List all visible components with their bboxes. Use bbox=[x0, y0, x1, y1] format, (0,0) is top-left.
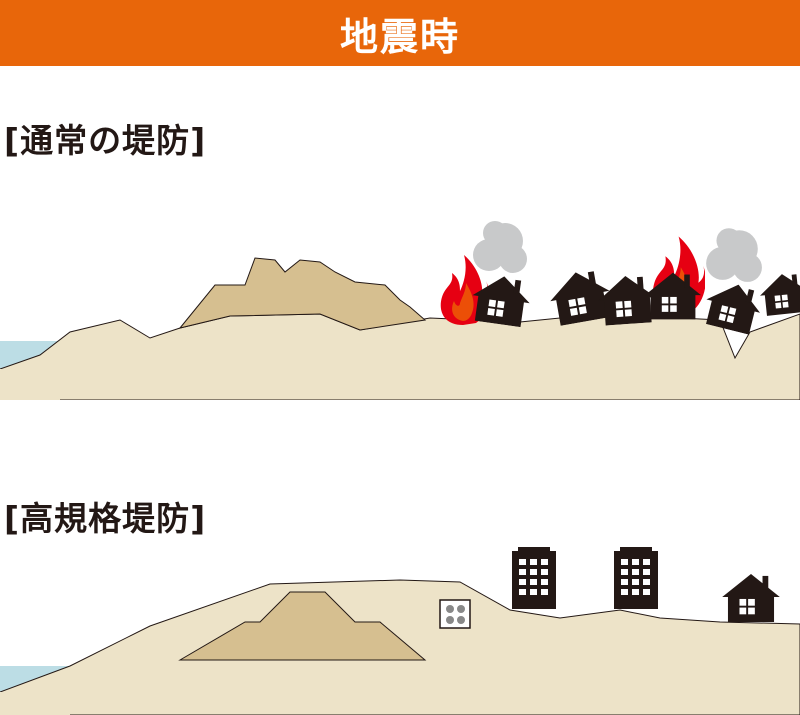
smoke-icon bbox=[473, 221, 527, 273]
page-title: 地震時 bbox=[339, 14, 460, 59]
ground bbox=[0, 313, 800, 400]
header-banner: 地震時 bbox=[0, 0, 800, 66]
house-icon bbox=[596, 274, 658, 326]
section-label-normal-levee: [通常の堤防] bbox=[4, 121, 207, 160]
original-levee bbox=[178, 591, 427, 661]
high-standard-levee-diagram bbox=[0, 547, 800, 715]
damaged-levee bbox=[178, 257, 427, 331]
building-icon bbox=[512, 547, 556, 609]
section-label-high-standard-levee: [高規格堤防] bbox=[4, 499, 207, 538]
smoke-icon bbox=[706, 228, 762, 282]
normal-levee-diagram bbox=[0, 221, 800, 400]
fan-vent-icon bbox=[439, 599, 471, 629]
house-icon bbox=[722, 574, 780, 622]
house-icon bbox=[758, 271, 800, 317]
building-icon bbox=[614, 547, 658, 609]
